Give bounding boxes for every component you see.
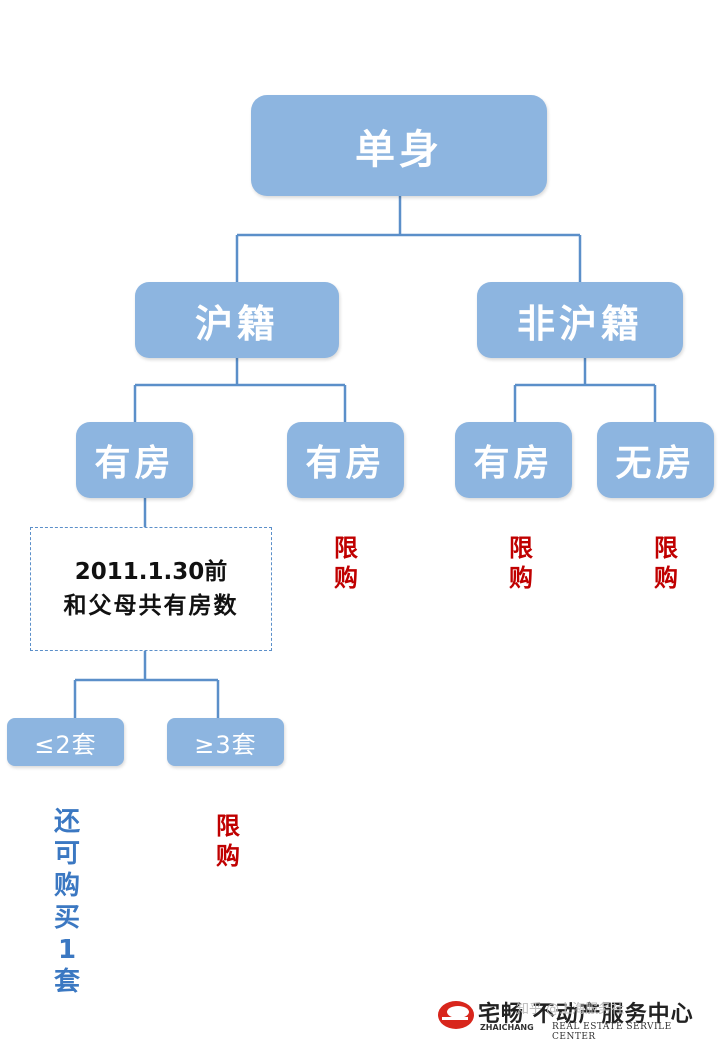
restrict-note-hj: 限 购 xyxy=(331,533,361,593)
restrict-note-fhj-no: 限 购 xyxy=(651,533,681,593)
node-label: ≥3套 xyxy=(194,730,257,759)
node-label: 有房 xyxy=(473,443,554,484)
restrict-char: 限 xyxy=(216,812,240,840)
root-node-single: 单身 xyxy=(251,95,547,196)
allowed-char: 可 xyxy=(53,839,80,869)
node-le2-sets: ≤2套 xyxy=(7,718,124,766)
restrict-char: 限 xyxy=(334,534,358,562)
allowed-char: 还 xyxy=(53,807,80,837)
node-label: ≤2套 xyxy=(34,730,97,759)
node-label: 非沪籍 xyxy=(516,301,643,346)
restrict-char: 购 xyxy=(509,564,533,592)
watermark: 宅畅 不动产服务中心 ZHAICHANG REAL ESTATE SERVILE… xyxy=(436,996,712,1042)
node-label: 无房 xyxy=(615,443,696,484)
condition-box: 2011.1.30前 和父母共有房数 xyxy=(30,527,272,651)
node-shanghai-hukou: 沪籍 xyxy=(135,282,339,358)
node-fhj-no-house: 无房 xyxy=(597,422,714,498)
node-label: 沪籍 xyxy=(194,301,279,346)
root-node-label: 单身 xyxy=(355,126,443,173)
watermark-brand-pinyin: ZHAICHANG xyxy=(480,1023,534,1032)
node-non-shanghai-hukou: 非沪籍 xyxy=(477,282,683,358)
restrict-note-ge3: 限 购 xyxy=(213,811,243,871)
restrict-char: 购 xyxy=(654,564,678,592)
watermark-brand-cn: 宅畅 不动产服务中心 xyxy=(478,1001,694,1027)
watermark-overlay: 知乎 @上海服务社 xyxy=(516,1002,625,1017)
restrict-char: 限 xyxy=(509,534,533,562)
restrict-note-fhj-has: 限 购 xyxy=(506,533,536,593)
restrict-char: 购 xyxy=(216,842,240,870)
node-hj-has-house-1: 有房 xyxy=(76,422,193,498)
allowed-char: 1 xyxy=(57,935,77,965)
allowed-char: 买 xyxy=(53,903,80,933)
node-fhj-has-house: 有房 xyxy=(455,422,572,498)
node-hj-has-house-2: 有房 xyxy=(287,422,404,498)
allowed-char: 套 xyxy=(53,967,80,997)
allowed-note: 还 可 购 买 1 套 xyxy=(50,806,84,998)
allowed-char: 购 xyxy=(53,871,80,901)
restrict-char: 限 xyxy=(654,534,678,562)
restrict-char: 购 xyxy=(334,564,358,592)
condition-line1: 2011.1.30前 xyxy=(74,559,228,585)
brand-logo-icon xyxy=(438,1001,474,1029)
node-ge3-sets: ≥3套 xyxy=(167,718,284,766)
node-label: 有房 xyxy=(305,443,386,484)
watermark-brand-en: REAL ESTATE SERVILE CENTER xyxy=(552,1022,672,1042)
node-label: 有房 xyxy=(94,443,175,484)
condition-line2: 和父母共有房数 xyxy=(63,593,239,619)
